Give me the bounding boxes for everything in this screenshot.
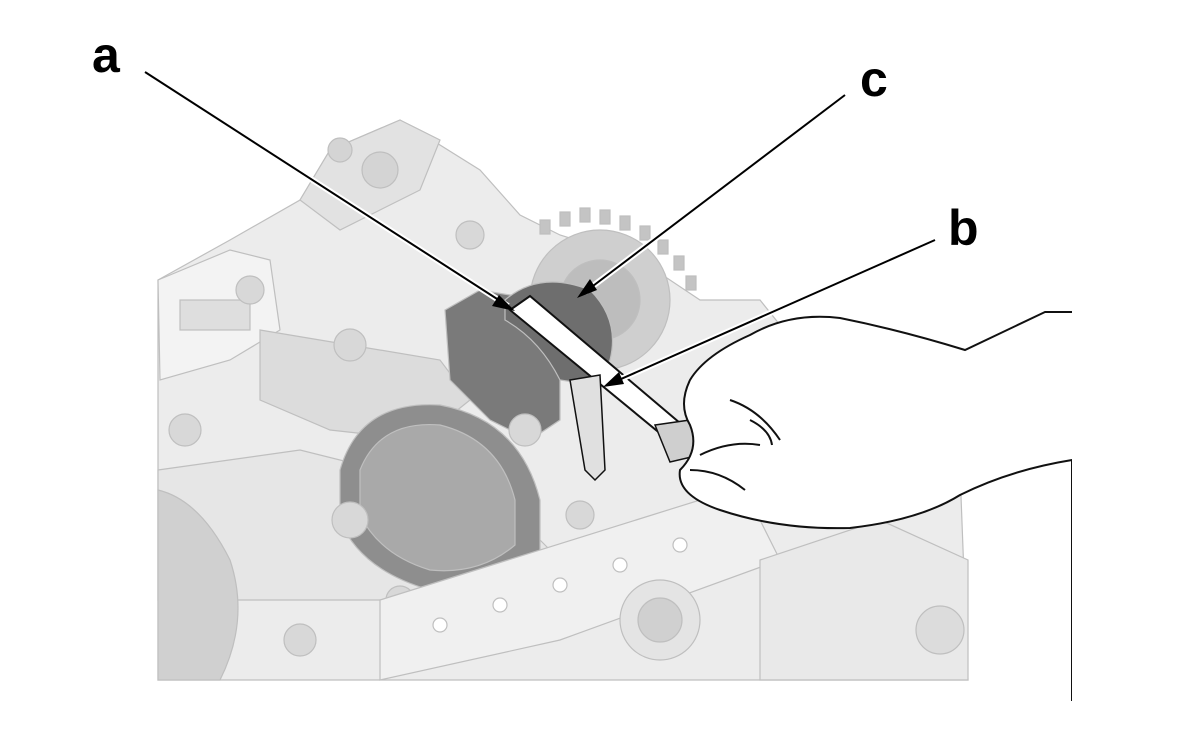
- leader-line-b: [611, 239, 936, 384]
- hand-crop-mask: [1072, 300, 1200, 730]
- hand: [678, 300, 1200, 730]
- crankshaft-journal-face: [359, 423, 516, 572]
- left-lower-arm: [157, 489, 239, 681]
- hand-finger-line-1: [729, 399, 781, 441]
- feeler-gauge-blade: [569, 374, 606, 482]
- arrowhead-c: [577, 279, 597, 298]
- leader-line-a: [144, 71, 509, 307]
- callout-label-a: a: [92, 27, 121, 83]
- hand-knuckle: [749, 419, 773, 446]
- lower-right-boss-inner: [637, 597, 683, 643]
- hand-finger-line-2: [699, 442, 761, 456]
- engine-upper-bore: [361, 151, 399, 189]
- right-edge-boss: [915, 605, 965, 655]
- flange-holes: [432, 537, 688, 633]
- leader-lines: [143, 69, 937, 387]
- leader-line-c: [584, 94, 846, 293]
- callout-label-b: b: [948, 200, 979, 256]
- hand-thumb-tip: [689, 469, 746, 491]
- feeler-gauge-tool: [508, 294, 702, 482]
- hand-body: [678, 311, 1200, 701]
- callout-label-c: c: [860, 51, 888, 107]
- engine-upper-bore-2: [327, 137, 353, 163]
- arrowhead-a: [492, 295, 515, 311]
- engine-left-slot: [179, 299, 251, 331]
- arrowhead-b: [603, 372, 624, 387]
- engine-block: [157, 119, 969, 681]
- timing-gear-teeth: [539, 207, 697, 291]
